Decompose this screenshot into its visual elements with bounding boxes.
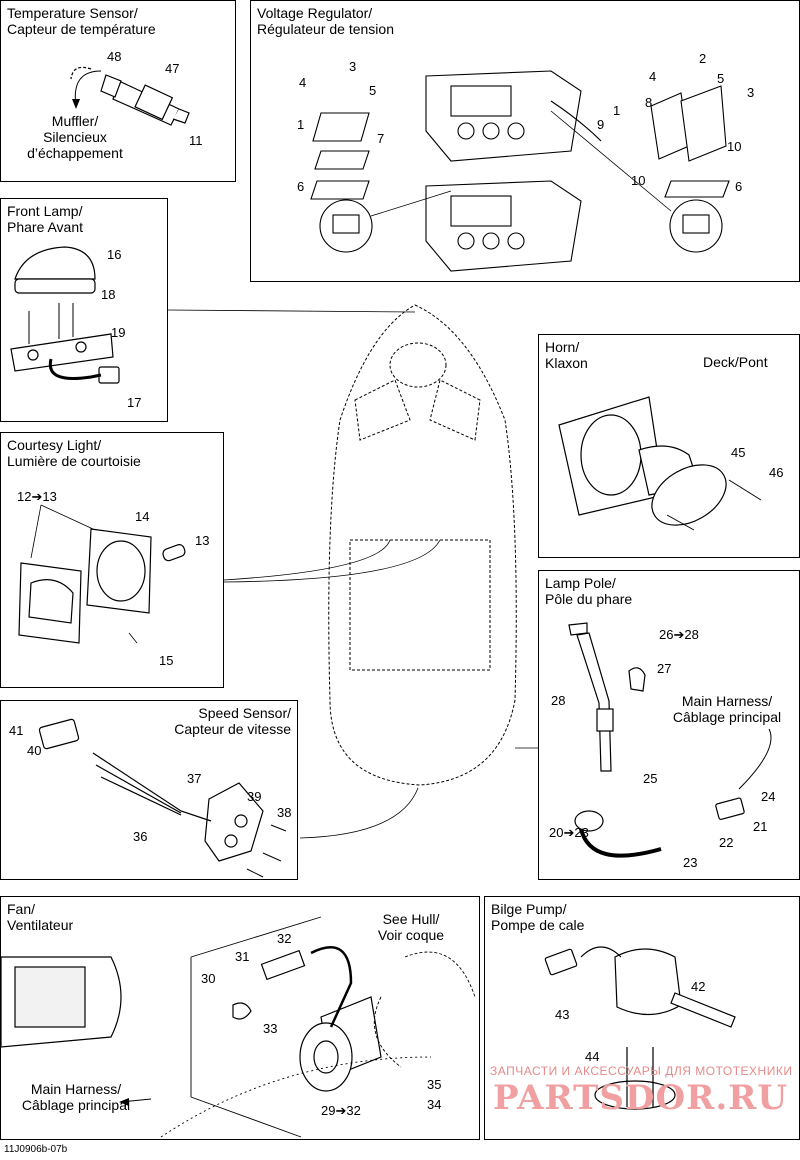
temperature-sensor-title: Temperature Sensor/ Capteur de températu… <box>7 5 156 37</box>
part-label-21: 21 <box>753 819 768 834</box>
horn-title: Horn/ Klaxon <box>545 339 588 371</box>
part-label-27: 27 <box>657 661 672 676</box>
part-label-11: 11 <box>189 133 203 148</box>
part-label-25: 25 <box>643 771 658 786</box>
horn-illustration <box>558 396 762 531</box>
lamp-pole-illustration <box>568 622 772 858</box>
part-label-29-32: 29➔32 <box>321 1103 361 1118</box>
part-label-37: 37 <box>187 771 202 786</box>
part-label-28: 28 <box>551 693 566 708</box>
part-label-19: 19 <box>111 325 126 340</box>
front-lamp-illustration <box>10 246 120 384</box>
vr-part-2-right: 2 <box>699 51 707 66</box>
part-label-32: 32 <box>277 931 292 946</box>
vr-part-3-left: 3 <box>349 59 357 74</box>
part-label-40: 40 <box>27 743 42 758</box>
part-label-23: 23 <box>683 855 698 870</box>
vr-part-6-left: 6 <box>297 179 305 194</box>
part-label-33: 33 <box>263 1021 278 1036</box>
lamp-pole-title: Lamp Pole/ Pôle du phare <box>545 575 633 607</box>
courtesy-light-title: Courtesy Light/ Lumière de courtoisie <box>7 437 141 469</box>
horn-panel: Horn/ Klaxon Deck/Pont 45 46 <box>538 334 800 558</box>
voltage-regulator-panel: Voltage Regulator/ Régulateur de tension <box>250 0 800 282</box>
front-lamp-title: Front Lamp/ Phare Avant <box>7 203 84 235</box>
lamp-pole-panel: Lamp Pole/ Pôle du phare 26➔28 27 28 25 … <box>538 570 800 880</box>
part-label-15: 15 <box>159 653 174 668</box>
fan-illustration <box>0 916 476 1138</box>
part-label-14: 14 <box>135 509 150 524</box>
muffler-label: Muffler/ Silencieux d’échappement <box>27 113 123 161</box>
vr-part-5-left: 5 <box>369 83 377 98</box>
part-label-31: 31 <box>235 949 250 964</box>
part-label-17: 17 <box>127 395 142 410</box>
vr-part-9-right: 9 <box>597 117 605 132</box>
speed-sensor-panel: Speed Sensor/ Capteur de vitesse 41 40 3… <box>0 700 298 880</box>
part-label-38: 38 <box>277 805 292 820</box>
part-label-36: 36 <box>133 829 148 844</box>
part-label-22: 22 <box>719 835 734 850</box>
part-label-39: 39 <box>247 789 262 804</box>
vr-part-4-left: 4 <box>299 75 307 90</box>
vr-part-3-right: 3 <box>747 85 755 100</box>
vr-part-6-right: 6 <box>735 179 743 194</box>
part-label-45: 45 <box>731 445 746 460</box>
deck-label: Deck/Pont <box>703 354 768 370</box>
vr-part-4-right: 4 <box>649 69 657 84</box>
part-label-18: 18 <box>101 287 116 302</box>
watermark-logo: PARTSDOR.RU <box>493 1078 789 1118</box>
bilge-pump-illustration <box>544 946 736 1110</box>
part-label-46: 46 <box>769 465 784 480</box>
speed-sensor-title: Speed Sensor/ Capteur de vitesse <box>174 705 291 737</box>
part-label-48: 48 <box>107 49 122 64</box>
part-label-30: 30 <box>201 971 216 986</box>
part-label-41: 41 <box>9 723 24 738</box>
lamp-pole-harness-label: Main Harness/ Câblage principal <box>672 693 782 725</box>
part-label-42: 42 <box>691 979 706 994</box>
part-label-44: 44 <box>585 1049 600 1064</box>
part-label-26-28: 26➔28 <box>659 627 699 642</box>
temperature-sensor-panel: Temperature Sensor/ Capteur de températu… <box>0 0 236 182</box>
vr-part-10-right-b: 10 <box>631 173 646 188</box>
fan-title: Fan/ Ventilateur <box>7 901 74 933</box>
diagram-code: 11J0906b-07b <box>4 1144 68 1155</box>
fan-harness-label: Main Harness/ Câblage principal <box>21 1081 131 1113</box>
part-label-16: 16 <box>107 247 122 262</box>
vr-part-7-left: 7 <box>377 131 385 146</box>
part-label-13: 13 <box>195 533 210 548</box>
vr-part-1-right: 1 <box>613 103 621 118</box>
voltage-regulator-illustration <box>310 70 730 272</box>
bilge-pump-panel: Bilge Pump/ Pompe de cale 42 43 44 <box>484 896 800 1140</box>
fan-panel: Fan/ Ventilateur 32 31 30 33 29➔32 35 34… <box>0 896 480 1140</box>
bilge-pump-title: Bilge Pump/ Pompe de cale <box>491 901 585 933</box>
part-label-47: 47 <box>165 61 180 76</box>
part-label-12-13: 12➔13 <box>17 489 57 504</box>
courtesy-light-panel: Courtesy Light/ Lumière de courtoisie 12… <box>0 432 224 688</box>
part-label-34: 34 <box>427 1097 442 1112</box>
vr-part-10-right-a: 10 <box>727 139 742 154</box>
vr-part-8-right: 8 <box>645 95 653 110</box>
speed-sensor-illustration <box>38 718 287 878</box>
part-label-20-23: 20➔23 <box>549 825 589 840</box>
see-hull-label: See Hull/ Voir coque <box>377 911 445 943</box>
voltage-regulator-title: Voltage Regulator/ Régulateur de tension <box>257 5 394 37</box>
courtesy-light-illustration <box>18 504 186 644</box>
part-label-24: 24 <box>761 789 776 804</box>
watermark-tagline: ЗАПЧАСТИ И АКСЕССУАРЫ ДЛЯ МОТОТЕХНИКИ <box>490 1064 793 1078</box>
vr-part-1-left: 1 <box>297 117 305 132</box>
temperature-sensor-illustration <box>70 66 190 126</box>
part-label-35: 35 <box>427 1077 442 1092</box>
part-label-43: 43 <box>555 1007 570 1022</box>
front-lamp-panel: Front Lamp/ Phare Avant 16 18 19 17 <box>0 198 168 422</box>
vr-part-5-right: 5 <box>717 71 725 86</box>
